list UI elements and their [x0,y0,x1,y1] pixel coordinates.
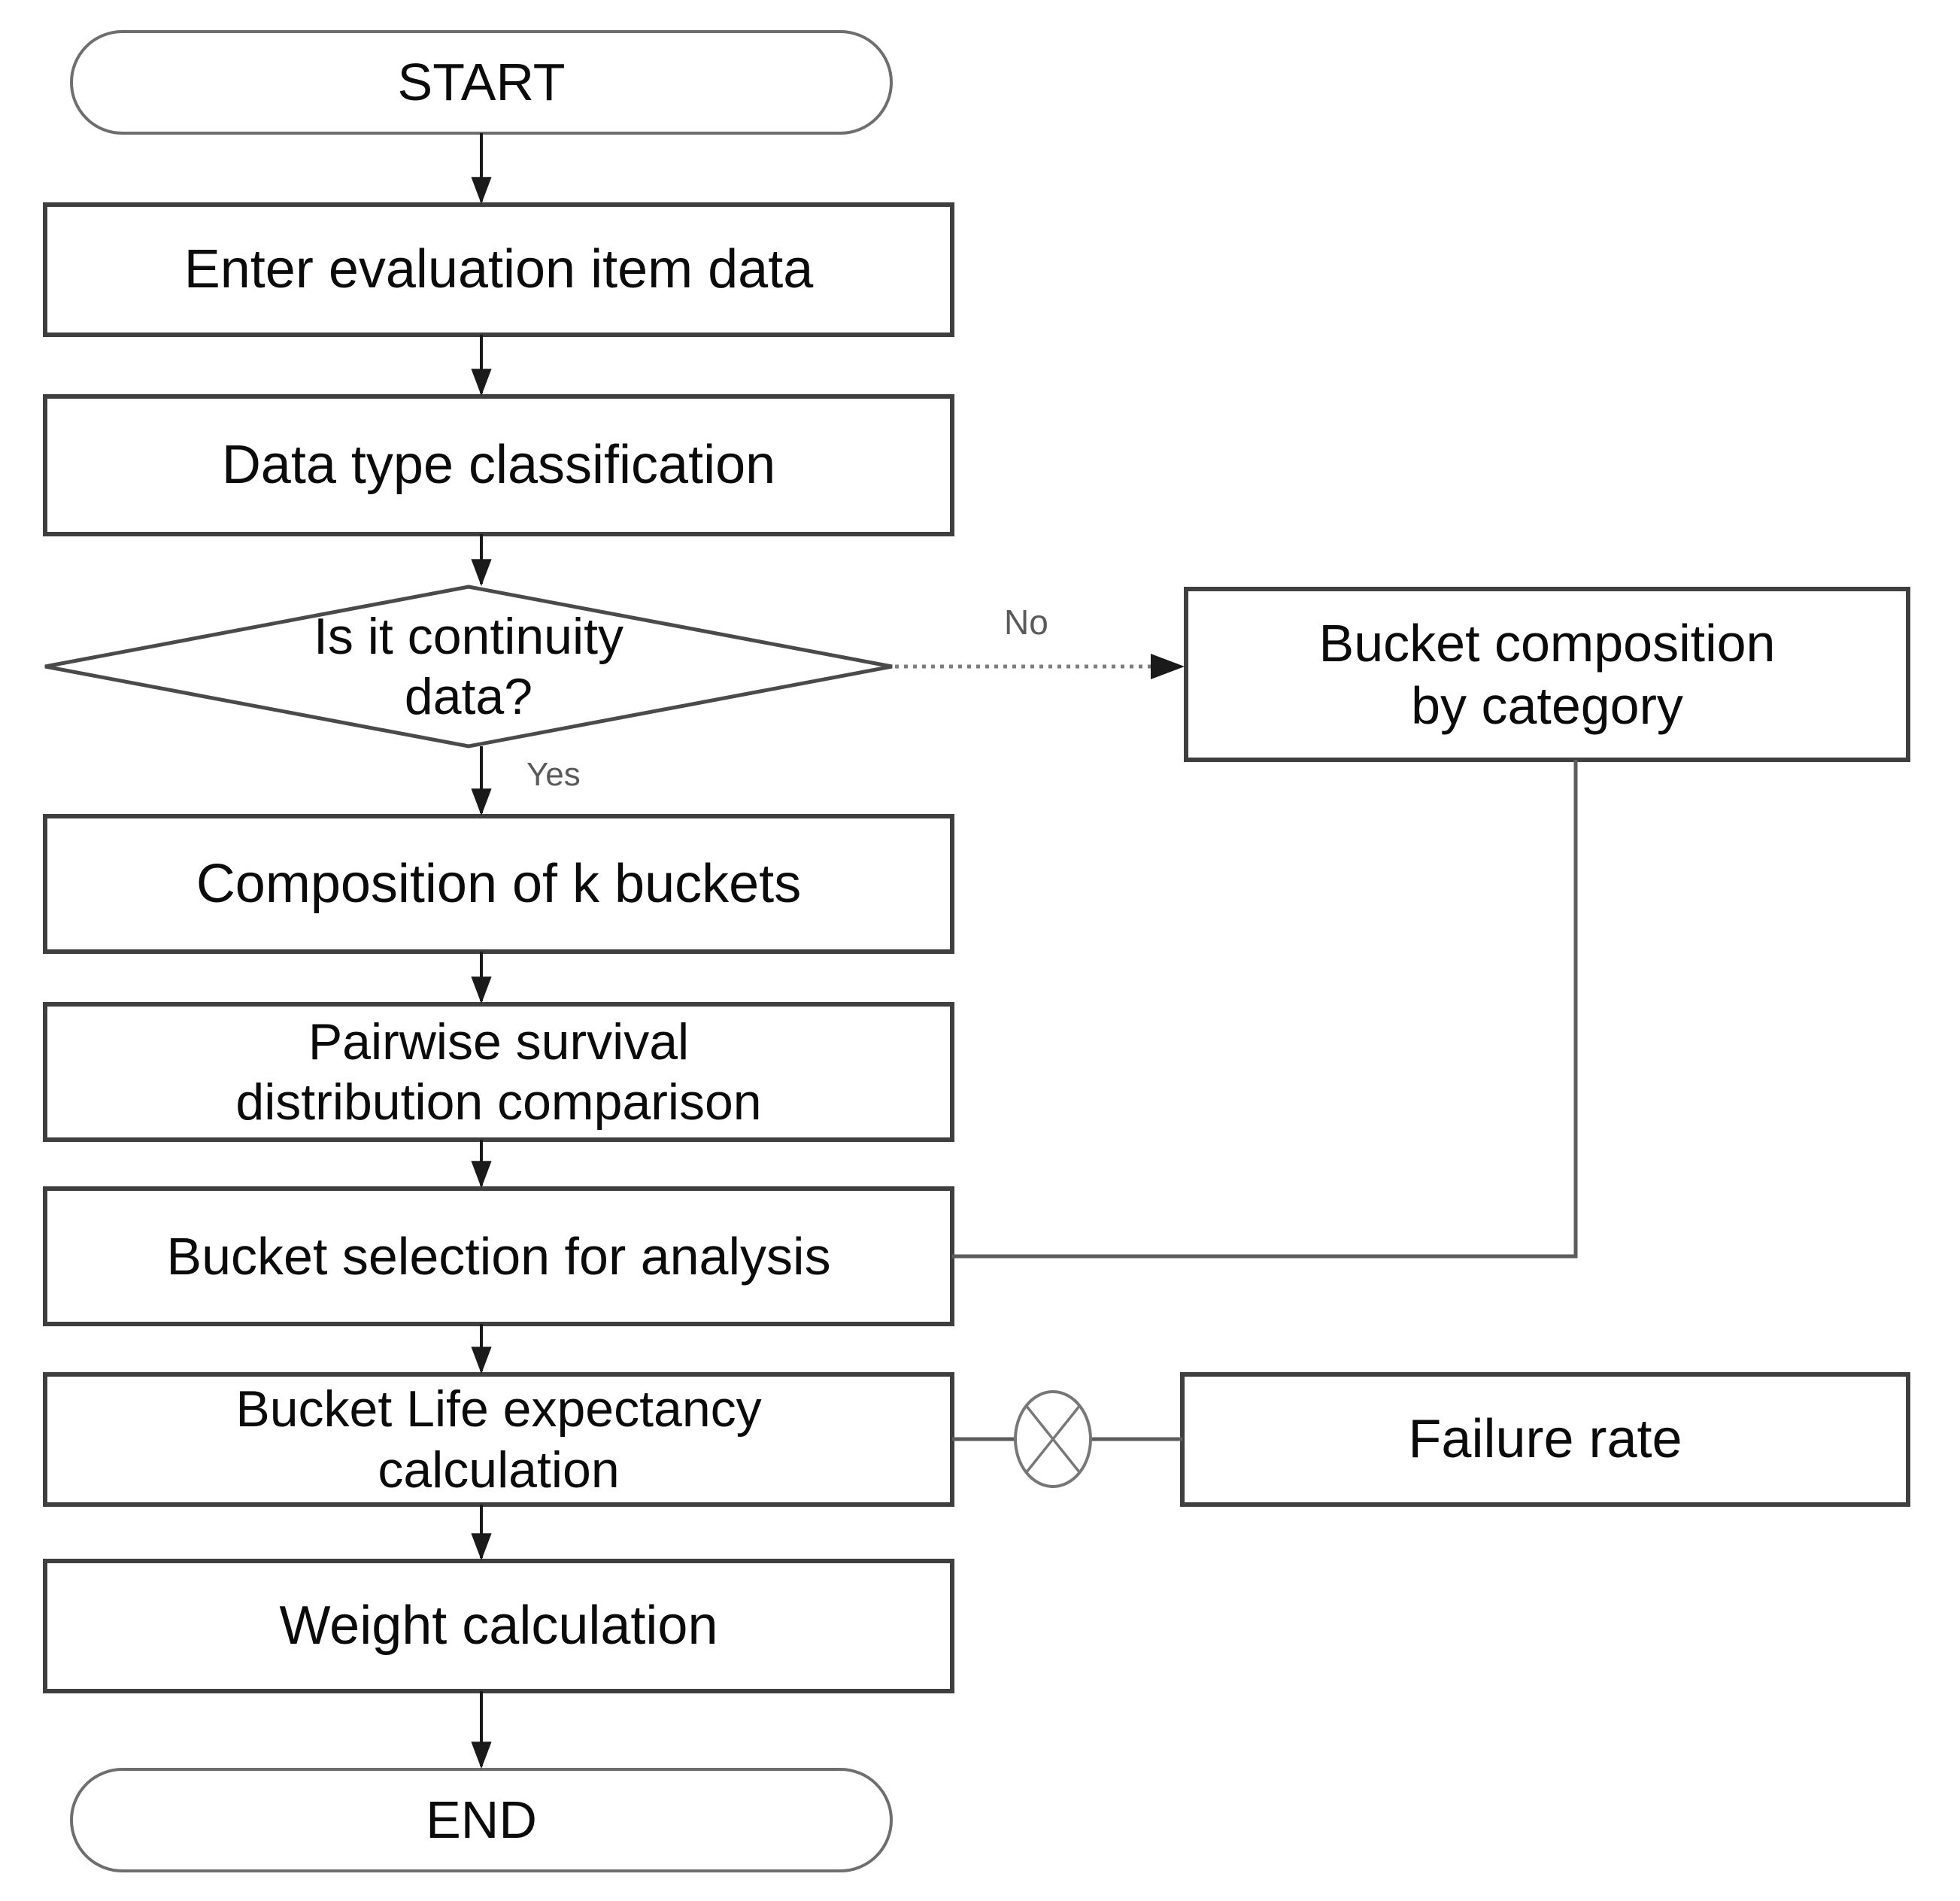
node-shape-data-type [43,394,954,536]
node-shape-pairwise-survival [43,1002,954,1142]
edge-bucket-composition-category-to-bucket-selection [952,760,1578,1259]
edge-label-yes: Yes [526,756,581,793]
node-shape-weight-calculation [43,1559,954,1693]
node-shape-bucket-selection [43,1186,954,1326]
circled-x-icon [1014,1390,1092,1488]
node-shape-composition-k-buckets [43,814,954,954]
node-shape-end [70,1768,893,1872]
node-shape-bucket-composition-category [1184,587,1910,762]
node-shape-is-continuity [44,585,893,749]
node-shape-enter-data [43,202,954,337]
node-shape-start [70,30,893,135]
edge-label-no: No [1004,603,1048,642]
node-shape-failure-rate [1180,1372,1910,1507]
node-shape-bucket-life-expectancy [43,1372,954,1507]
